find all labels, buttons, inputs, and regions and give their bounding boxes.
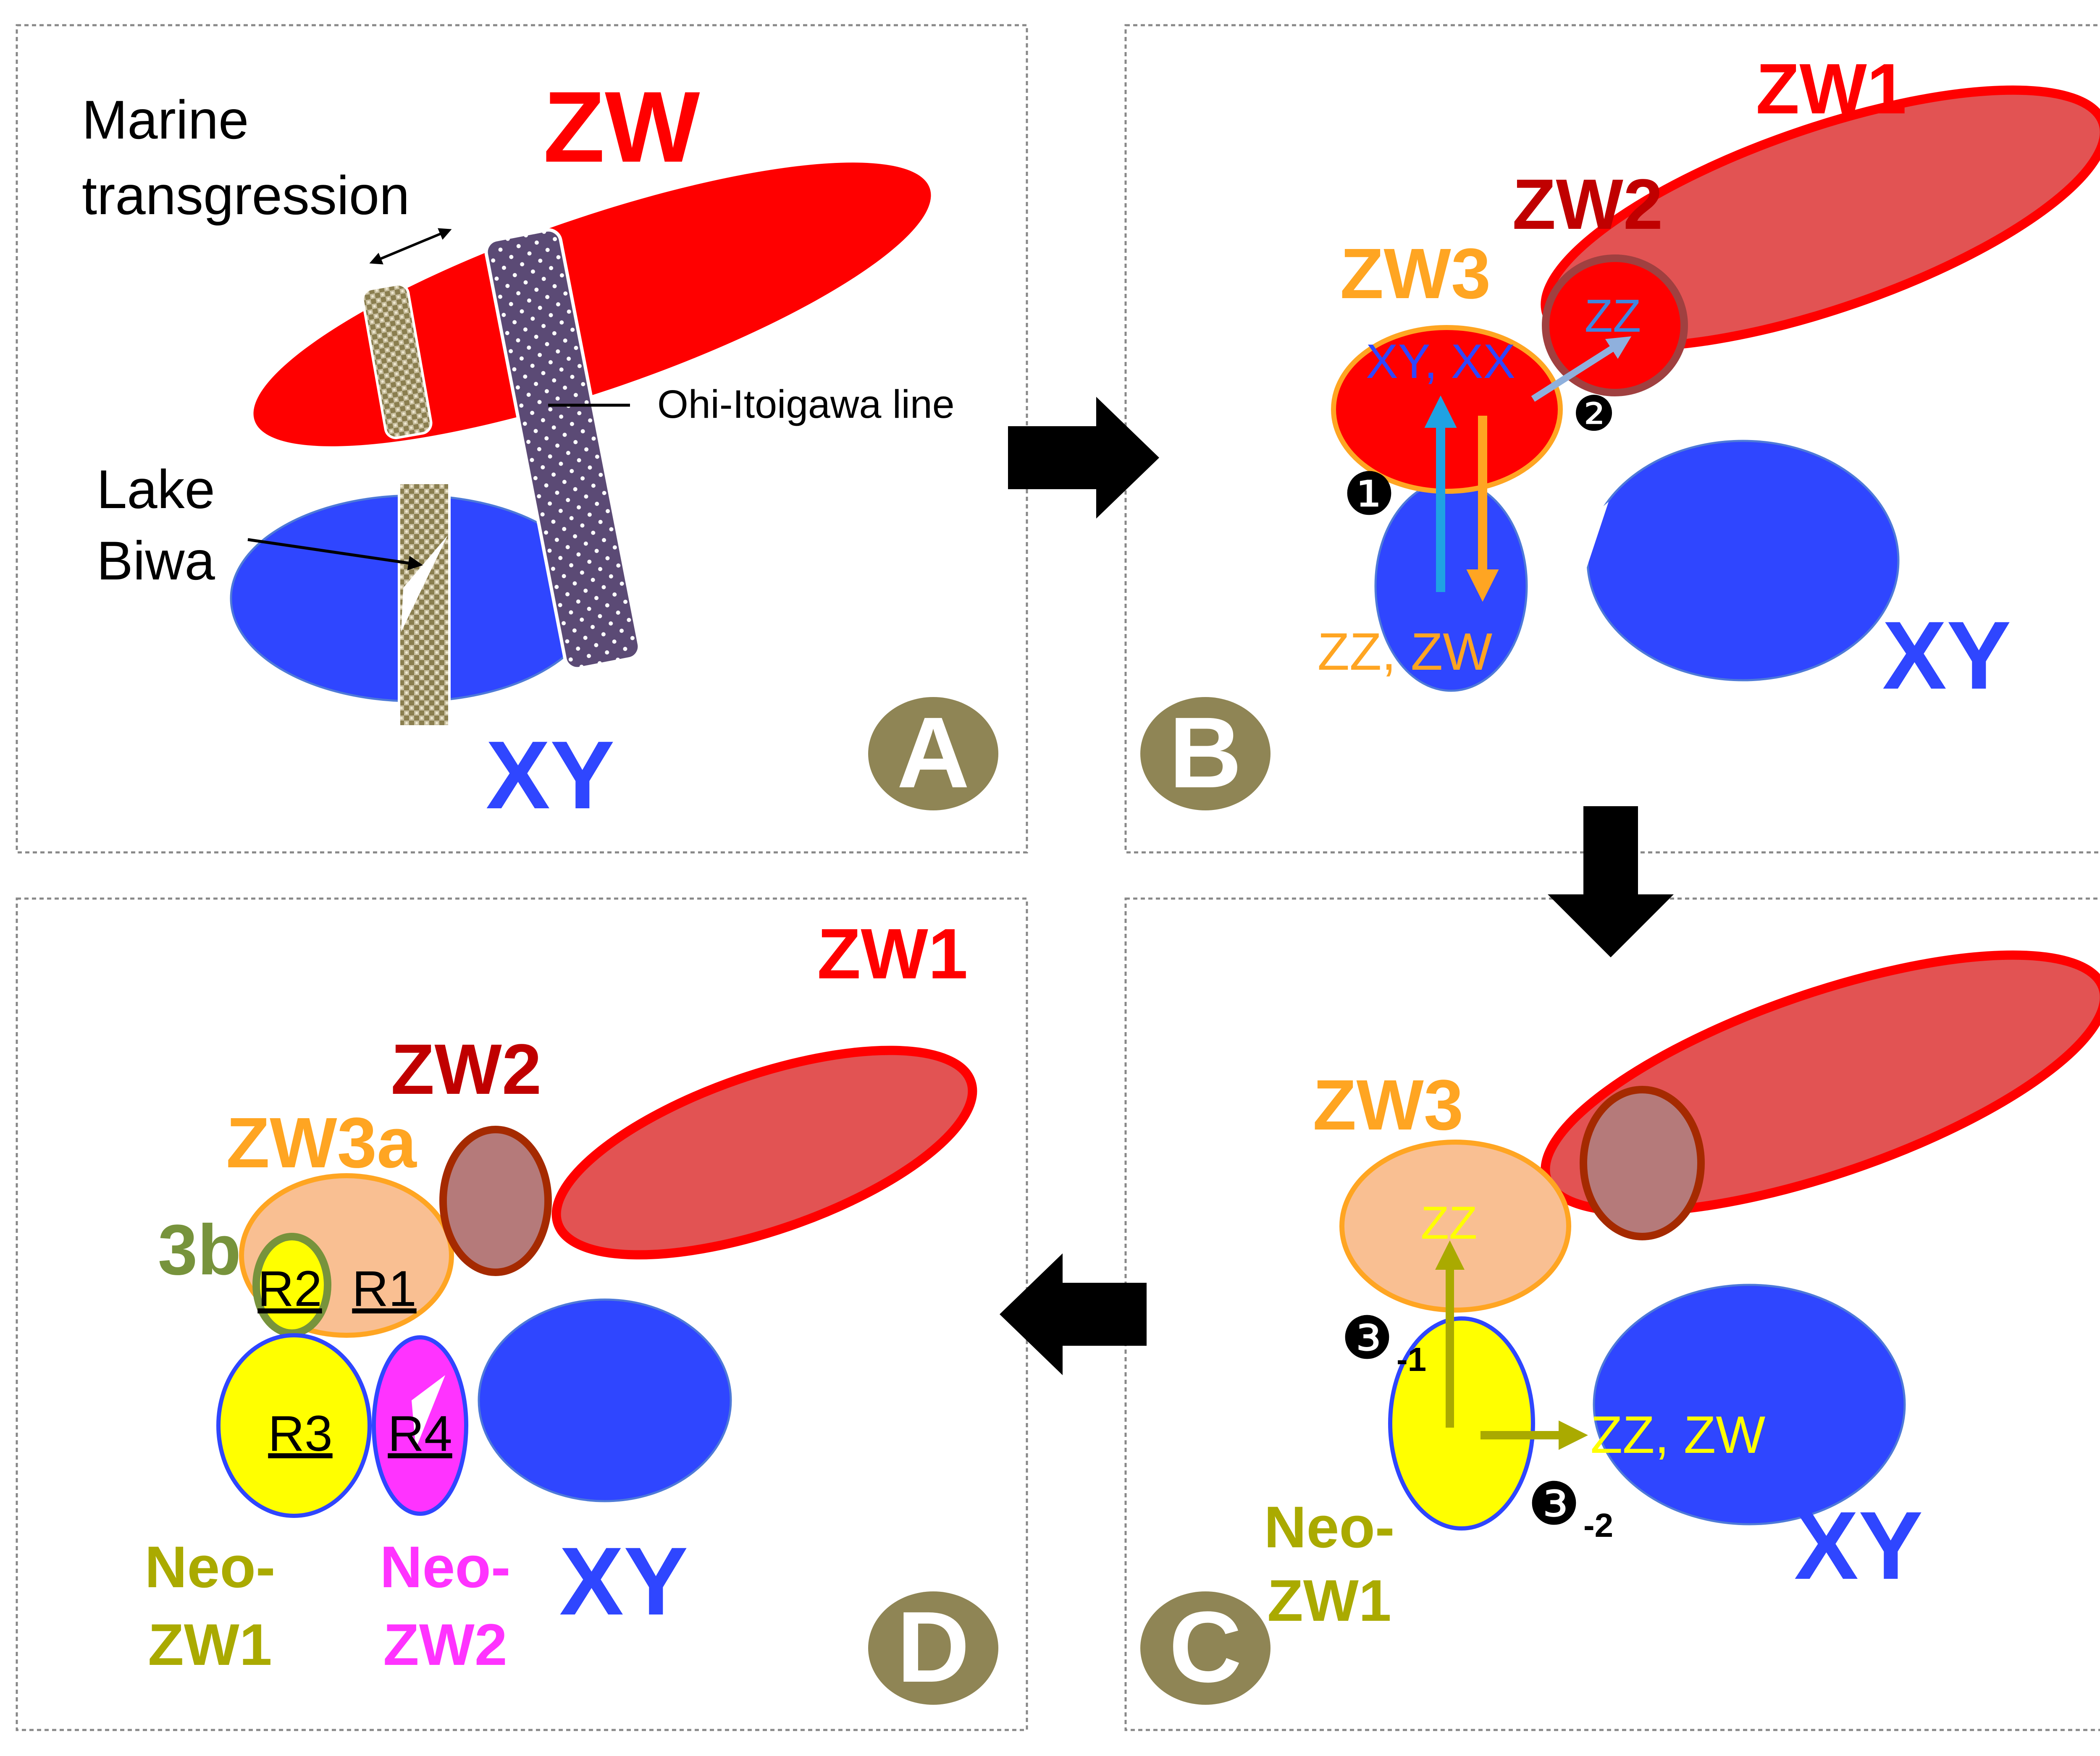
panel-d-frame xyxy=(16,897,1028,1731)
r2-label: R2 xyxy=(257,1261,322,1317)
zw3-label: ZW3 xyxy=(1340,234,1491,314)
xy-range xyxy=(1593,1284,1906,1525)
ohi-itoigawa-label: Ohi-Itoigawa line xyxy=(657,382,955,427)
step3-2-subscript: -2 xyxy=(1583,1507,1613,1544)
zw2-range xyxy=(1542,254,1688,396)
panel-b: ZW1 ZW2 ZW3 ZZ XY, XX ZZ, ZW XY ❶ ❷ B xyxy=(1140,49,2100,810)
zz-label: ZZ xyxy=(1421,1197,1477,1249)
marine-double-arrow xyxy=(369,228,452,265)
panel-a-badge-letter: A xyxy=(897,696,969,809)
panel-d: ZW1 ZW2 ZW3a 3b R1 R2 R3 R4 XY Neo- ZW1 … xyxy=(144,914,998,1705)
zw1-label: ZW1 xyxy=(817,914,968,994)
zw2-range xyxy=(439,1126,552,1276)
r1-label: R1 xyxy=(352,1261,416,1317)
lake-biwa-wedge-icon xyxy=(1571,502,1609,600)
panel-a-badge xyxy=(868,697,998,810)
r4-label: R4 xyxy=(388,1405,452,1462)
neo-zw1-range xyxy=(216,1333,372,1518)
xy-label: XY xyxy=(1882,601,2011,709)
zw2-range xyxy=(1580,1086,1705,1240)
step3-1-marker: ❸ xyxy=(1341,1304,1394,1373)
panel-d-badge-letter: D xyxy=(897,1591,969,1703)
panel-b-badge xyxy=(1140,697,1270,810)
ohi-itoigawa-band xyxy=(484,228,641,671)
panel-d-badge xyxy=(868,1591,998,1705)
block-arrow-icon xyxy=(1008,397,1159,519)
zw3-range xyxy=(1339,1140,1571,1313)
xy-label: XY xyxy=(559,1527,688,1635)
panel-b-badge-letter: B xyxy=(1169,696,1242,809)
step2-marker: ❷ xyxy=(1572,386,1615,442)
block-arrow-icon xyxy=(1000,1253,1147,1375)
step3-2-marker: ❸ xyxy=(1528,1470,1580,1538)
marine-label-line2: transgression xyxy=(82,165,410,226)
marine-label-line1: Marine xyxy=(82,89,249,150)
zw3-label: ZW3 xyxy=(1313,1065,1464,1145)
panel-a: ZW XY Marine transgression Ohi-Itoigawa … xyxy=(82,71,998,829)
zw3b-range xyxy=(252,1233,331,1337)
neo-zw1-label-line2: ZW1 xyxy=(1267,1567,1391,1633)
zw2-label: ZW2 xyxy=(391,1030,542,1109)
neo-zw1-label-line2: ZW1 xyxy=(148,1612,272,1677)
lake-biwa-wedge-icon xyxy=(1564,1323,1600,1419)
marine-transgression-band xyxy=(361,283,433,439)
step3-1-subscript: -1 xyxy=(1396,1341,1426,1378)
neo-zw1-range xyxy=(1388,1316,1535,1531)
xy-label: XY xyxy=(486,721,615,829)
lake-label-line2: Biwa xyxy=(97,530,215,591)
neo-zw1-label-line1: Neo- xyxy=(144,1534,275,1600)
zw-label: ZW xyxy=(543,71,700,183)
lake-biwa-wedge-icon xyxy=(401,535,448,632)
zw1-label: ZW1 xyxy=(1756,49,1907,129)
zw2-label: ZW2 xyxy=(1512,165,1663,244)
lake-leader-arrow xyxy=(247,538,423,571)
zz-zw-label: ZZ, ZW xyxy=(1318,623,1493,681)
lake-biwa-wedge-icon xyxy=(412,1375,445,1449)
zz-label: ZZ xyxy=(1585,290,1641,342)
block-arrow-icon xyxy=(1548,806,1674,957)
xy-range xyxy=(478,1298,732,1502)
step1-marker: ❶ xyxy=(1343,460,1396,529)
zz-zw-label: ZZ, ZW xyxy=(1591,1406,1766,1464)
zw3b-label: 3b xyxy=(158,1210,241,1290)
xy-label: XY xyxy=(1794,1491,1923,1599)
panel-c: ZW3 ZZ ZZ, ZW XY Neo- ZW1 ❸ -1 ❸ -2 C xyxy=(1140,950,2100,1705)
panel-c-badge-letter: C xyxy=(1169,1591,1242,1703)
r3-label: R3 xyxy=(268,1405,332,1462)
arrow-step2 xyxy=(1531,336,1632,402)
xy-xx-label: XY, XX xyxy=(1366,335,1515,388)
xy-range-east xyxy=(1586,440,1900,681)
neo-zw2-label-line1: Neo- xyxy=(380,1534,510,1600)
zw1-range xyxy=(551,1046,977,1260)
panel-c-badge xyxy=(1140,1591,1270,1705)
neo-zw1-label-line1: Neo- xyxy=(1264,1494,1394,1560)
lake-label-line1: Lake xyxy=(97,459,215,520)
zw3a-label: ZW3a xyxy=(226,1103,417,1183)
neo-zw2-label-line2: ZW2 xyxy=(383,1612,507,1677)
